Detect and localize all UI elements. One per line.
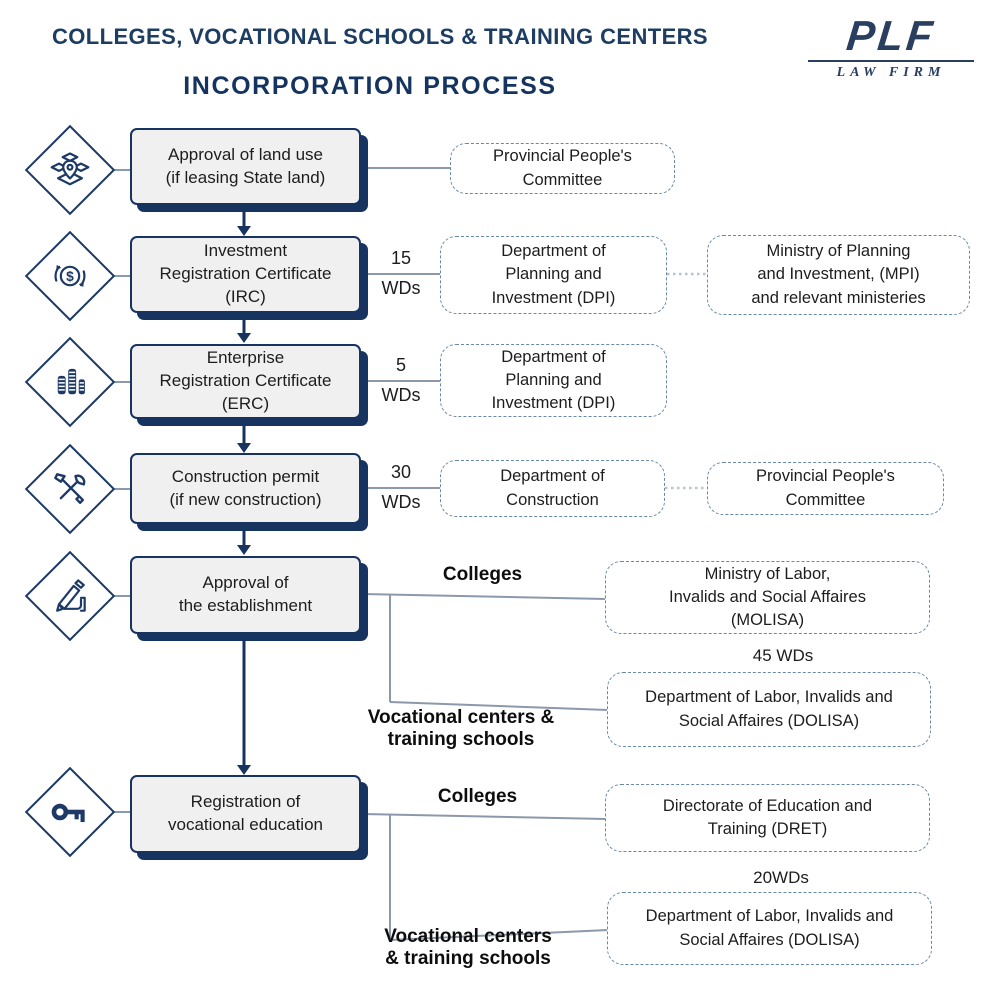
authority-box-dpi: Department of Planning and Investment (D…	[440, 344, 667, 417]
logo-subtext: LAW FIRM	[808, 60, 974, 81]
svg-text:$: $	[66, 269, 74, 284]
branch-label-colleges: Colleges	[437, 786, 518, 807]
plf-law-firm-logo: PLF LAW FIRM	[808, 12, 974, 81]
step-box-construction-permit: Construction permit (if new construction…	[130, 453, 361, 524]
authority-box-dolisa: Department of Labor, Invalids and Social…	[607, 672, 931, 747]
step-box-establishment-approval: Approval of the establishment	[130, 556, 361, 634]
authority-box-dret: Directorate of Education and Training (D…	[605, 784, 930, 852]
step-box-irc: Investment Registration Certificate (IRC…	[130, 236, 361, 313]
authority-box-dpi: Department of Planning and Investment (D…	[440, 236, 667, 314]
duration-value: 5	[395, 355, 406, 375]
duration-unit: WDs	[381, 278, 421, 298]
authority-box-dolisa: Department of Labor, Invalids and Social…	[607, 892, 932, 965]
authority-box-department-of-construction: Department of Construction	[440, 460, 665, 517]
buildings-icon	[49, 361, 91, 403]
step-icon-diamond	[24, 766, 116, 858]
step-box-vocational-registration: Registration of vocational education	[130, 775, 361, 853]
step-box-land-use: Approval of land use (if leasing State l…	[130, 128, 361, 205]
step-icon-diamond	[24, 550, 116, 642]
branch-label-vocational-centers: Vocational centers & training schools	[367, 707, 555, 750]
step-icon-diamond	[24, 336, 116, 428]
authority-box-molisa: Ministry of Labor, Invalids and Social A…	[605, 561, 930, 634]
land-plot-pin-icon	[48, 148, 92, 192]
step-icon-diamond	[24, 443, 116, 535]
authority-box-mpi: Ministry of Planning and Investment, (MP…	[707, 235, 970, 315]
branch-label-colleges: Colleges	[442, 564, 523, 585]
dollar-cycle-icon: $	[48, 254, 92, 298]
step-box-erc: Enterprise Registration Certificate (ERC…	[130, 344, 361, 419]
duration-label: 45 WDs	[752, 646, 814, 665]
step-icon-diamond	[24, 124, 116, 216]
key-icon	[48, 790, 92, 834]
duration-label: 20WDs	[753, 868, 809, 887]
duration-unit: WDs	[381, 385, 421, 405]
step-icon-diamond: $	[24, 230, 116, 322]
duration-value: 15	[390, 248, 412, 268]
authority-box-provincial-peoples-committee: Provincial People's Committee	[707, 462, 944, 515]
page-title: COLLEGES, VOCATIONAL SCHOOLS & TRAINING …	[51, 24, 708, 49]
authority-box-provincial-peoples-committee: Provincial People's Committee	[450, 143, 675, 194]
duration-value: 30	[390, 462, 412, 482]
page-subtitle: INCORPORATION PROCESS	[183, 72, 557, 100]
duration-unit: WDs	[381, 492, 421, 512]
signing-hand-icon	[48, 574, 92, 618]
tools-icon	[48, 467, 92, 511]
branch-label-vocational-centers: Vocational centers & training schools	[384, 926, 552, 969]
